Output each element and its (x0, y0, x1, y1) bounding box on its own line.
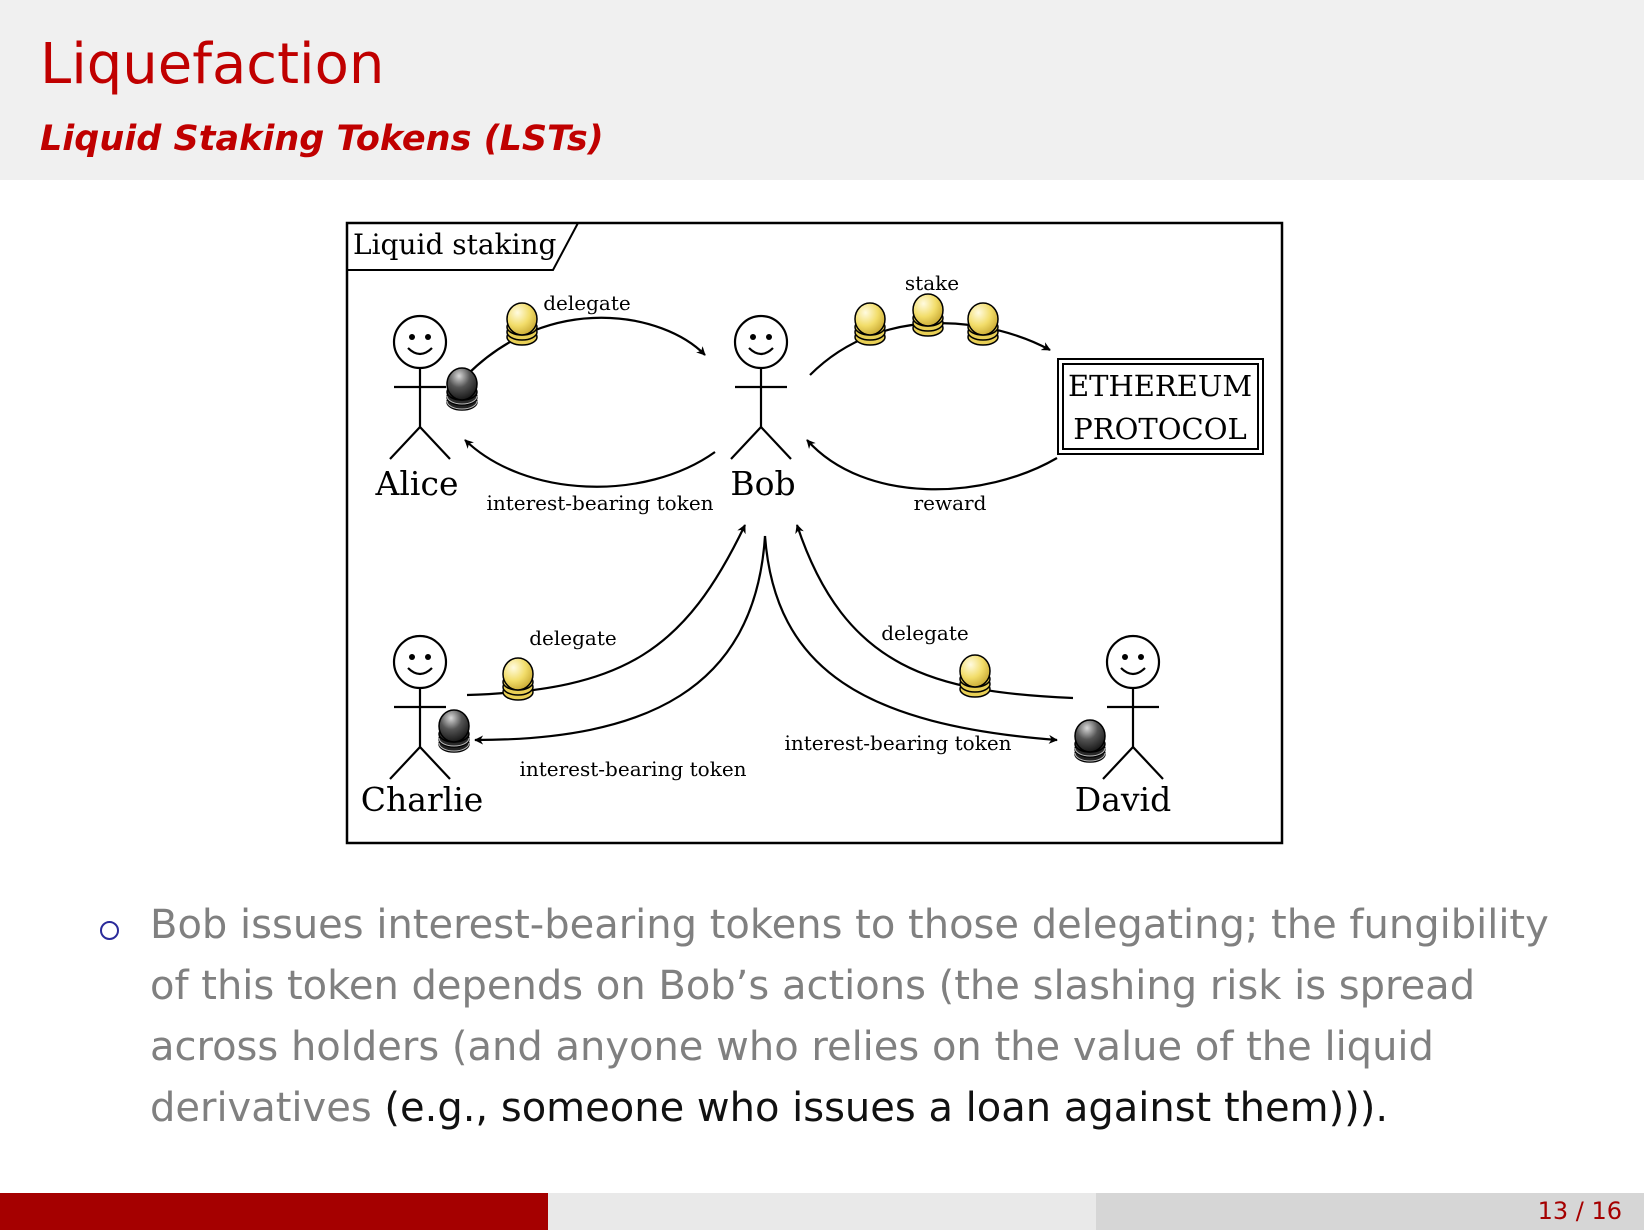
charlie-token-label: interest-bearing token (519, 757, 746, 781)
charlie-label: Charlie (361, 780, 484, 819)
alice-dark-token (446, 367, 478, 411)
david-token-arrow (763, 535, 1058, 744)
liquid-staking-diagram: Liquid staking Alice Bob Charlie David E… (345, 220, 1285, 845)
frame-title-tab (347, 222, 579, 271)
bullet-text-highlight: (e.g., someone who issues a loan against… (371, 1085, 1389, 1131)
alice-label: Alice (375, 464, 459, 503)
bullet-text-gray: Bob issues interest-bearing tokens to th… (150, 902, 1549, 1131)
alice-delegate-arrow (466, 316, 706, 376)
alice-delegate-label: delegate (543, 291, 630, 315)
david-token-label: interest-bearing token (784, 731, 1011, 755)
bob-label: Bob (730, 464, 795, 503)
charlie-gold-coin (502, 657, 534, 701)
charlie-token-arrow (474, 535, 767, 745)
david-dark-token (1074, 719, 1106, 763)
david-delegate-arrow (795, 524, 1074, 700)
page-number: 13 / 16 (1537, 1197, 1622, 1225)
slide-footer: 13 / 16 (0, 1193, 1644, 1230)
david-gold-coin (959, 654, 991, 698)
alice-token-arrow (464, 439, 716, 488)
bullet-circle-icon (100, 921, 119, 940)
bullet-text: Bob issues interest-bearing tokens to th… (150, 895, 1590, 1139)
frame-title: Liquid staking (353, 228, 557, 261)
alice-gold-coin (506, 302, 538, 346)
stake-gold-coin-3 (967, 302, 999, 346)
stake-label: stake (905, 271, 959, 295)
footer-middle-band (548, 1193, 1096, 1230)
footer-progress-bar (0, 1193, 548, 1230)
stake-gold-coin-1 (854, 302, 886, 346)
reward-label: reward (914, 491, 987, 515)
david-label: David (1075, 780, 1171, 819)
charlie-dark-token (438, 709, 470, 753)
slide-header: Liquefaction Liquid Staking Tokens (LSTs… (0, 0, 1644, 180)
protocol-box-inner (1062, 363, 1259, 450)
protocol-box-outer (1057, 358, 1264, 455)
protocol-label-line2: PROTOCOL (1073, 412, 1246, 446)
slide-subtitle: Liquid Staking Tokens (LSTs) (40, 119, 604, 159)
stake-gold-coin-2 (912, 293, 944, 337)
charlie-delegate-label: delegate (529, 626, 616, 650)
alice-token-label: interest-bearing token (486, 491, 713, 515)
slide-title: Liquefaction (40, 32, 385, 97)
david-delegate-label: delegate (881, 621, 968, 645)
protocol-label-line1: ETHEREUM (1068, 369, 1252, 403)
footer-right-band: 13 / 16 (1096, 1193, 1644, 1230)
reward-arrow (806, 439, 1058, 491)
